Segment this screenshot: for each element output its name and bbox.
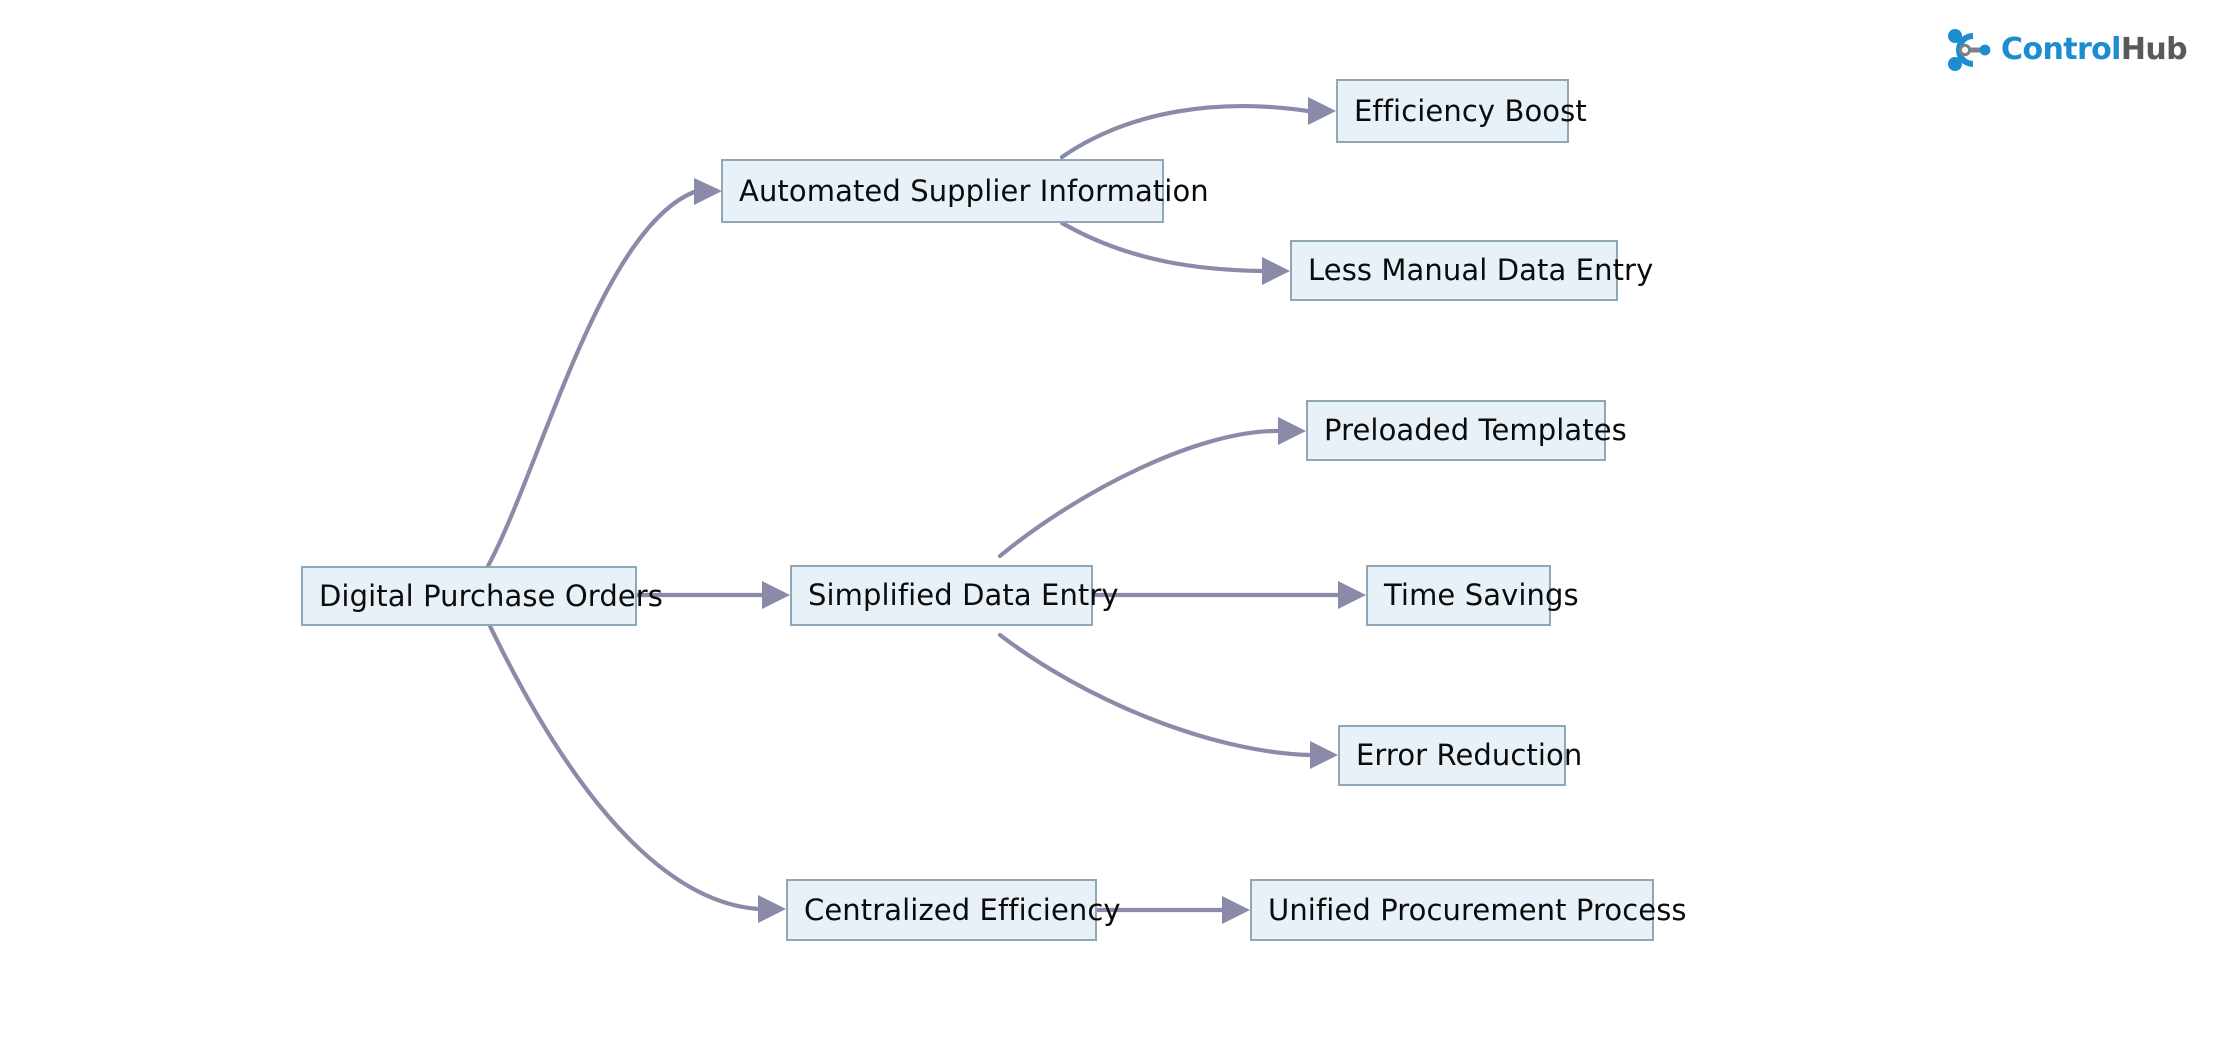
node-label: Time Savings [1384, 578, 1579, 612]
node-error-reduction[interactable]: Error Reduction [1338, 725, 1582, 786]
node-label: Automated Supplier Information [739, 173, 1209, 208]
logo-wordmark: ControlHub [2001, 32, 2188, 67]
node-efficiency-boost[interactable]: Efficiency Boost [1336, 79, 1587, 143]
edge-auto-to-lessmanual [1059, 220, 1265, 274]
logo-word-hub: Hub [2120, 32, 2188, 67]
edge-root-to-auto [485, 189, 697, 569]
controlhub-logo[interactable]: ControlHub [1946, 28, 2188, 72]
arrowhead-root-to-auto [694, 178, 722, 205]
node-centralized-efficiency[interactable]: Centralized Efficiency [786, 879, 1121, 941]
node-label: Efficiency Boost [1354, 93, 1587, 128]
node-label: Error Reduction [1356, 738, 1583, 772]
arrowhead-auto-to-efficiency [1308, 97, 1336, 125]
node-unified-procurement-process[interactable]: Unified Procurement Process [1250, 879, 1687, 941]
edge-simple-to-preloaded [997, 428, 1281, 559]
node-label: Preloaded Templates [1324, 413, 1627, 447]
node-label: Less Manual Data Entry [1308, 253, 1654, 287]
edge-simple-to-errorred [997, 632, 1313, 758]
node-label: Centralized Efficiency [804, 892, 1121, 927]
node-digital-purchase-orders[interactable]: Digital Purchase Orders [301, 566, 663, 626]
hub-network-icon [1948, 29, 1991, 71]
arrowhead-root-to-central [758, 895, 786, 923]
edge-root-to-central [487, 623, 761, 912]
node-label: Unified Procurement Process [1268, 892, 1687, 927]
node-automated-supplier-information[interactable]: Automated Supplier Information [721, 159, 1209, 223]
node-simplified-data-entry[interactable]: Simplified Data Entry [790, 565, 1119, 626]
arrowhead-simple-to-errorred [1310, 741, 1338, 769]
arrowhead-central-to-unified [1222, 896, 1250, 924]
edge-auto-to-efficiency [1059, 104, 1311, 160]
node-preloaded-templates[interactable]: Preloaded Templates [1306, 400, 1627, 461]
logo-word-control: Control [2001, 32, 2121, 67]
node-less-manual-data-entry[interactable]: Less Manual Data Entry [1290, 240, 1653, 301]
node-label: Simplified Data Entry [808, 578, 1119, 612]
arrowhead-root-to-simple [762, 581, 790, 609]
node-label: Digital Purchase Orders [319, 578, 663, 613]
arrowhead-simple-to-timesave [1338, 581, 1366, 609]
arrowhead-auto-to-lessmanual [1262, 257, 1290, 285]
node-time-savings[interactable]: Time Savings [1366, 565, 1579, 626]
arrowhead-simple-to-preloaded [1278, 417, 1306, 445]
